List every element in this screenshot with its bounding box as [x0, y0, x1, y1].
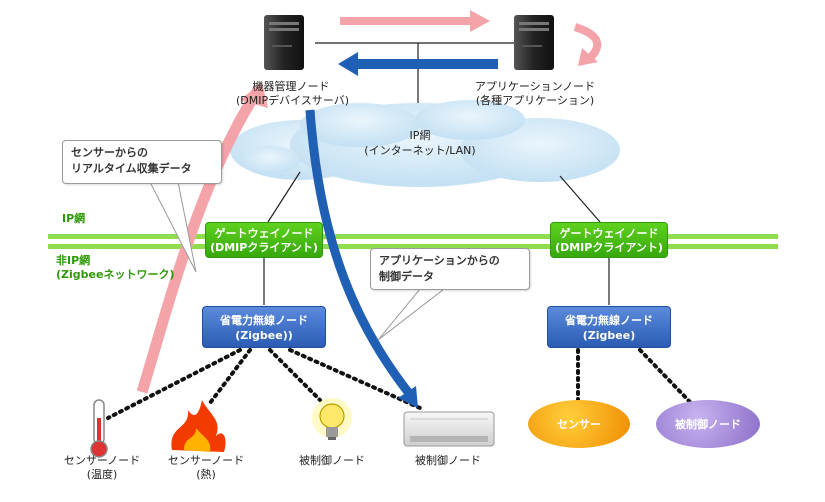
callout-control-tail: [377, 288, 446, 341]
zigbee-right-title: 省電力無線ノード: [565, 314, 653, 327]
server-right-icon: [514, 15, 554, 70]
gateway-right-title: ゲートウェイノード: [559, 227, 659, 240]
heat-sensor-subtitle: (熱): [196, 468, 216, 481]
network-band: [48, 234, 778, 249]
gateway-left-subtitle: (DMIPクライアント): [210, 241, 318, 254]
non-ip-network-label: 非IP網 (Zigbeeネットワーク): [56, 254, 174, 282]
gateway-node-left: ゲートウェイノード (DMIPクライアント): [205, 222, 323, 258]
device-management-node-title: 機器管理ノード: [252, 80, 330, 93]
ip-network-label: IP網: [62, 212, 85, 226]
callout-realtime-line1: センサーからの: [71, 146, 148, 159]
non-ip-network-title: 非IP網: [56, 254, 91, 267]
zigbee-node-left: 省電力無線ノード (Zigbee)): [202, 306, 326, 348]
callout-control-line2: 制御データ: [379, 270, 434, 283]
gateway-left-title: ゲートウェイノード: [214, 227, 314, 240]
application-node-title: アプリケーションノード: [474, 80, 596, 93]
bulb-controlled-title: 被制御ノード: [299, 454, 365, 467]
zigbee-left-title: 省電力無線ノード: [220, 314, 308, 327]
zigbee-node-right: 省電力無線ノード (Zigbee): [547, 306, 671, 348]
callout-realtime-line2: リアルタイム収集データ: [71, 162, 192, 175]
ip-cloud-title: IP網: [409, 129, 431, 142]
device-management-node-subtitle: (DMIPデバイスサーバ): [236, 94, 349, 107]
cloud-to-gateway-left: [267, 171, 301, 223]
ip-cloud-shape: [230, 100, 620, 187]
thermo-sensor-label: センサーノード (温度): [52, 454, 152, 482]
ip-network-text: IP網: [62, 212, 86, 225]
device-management-node-label: 機器管理ノード (DMIPデバイスサーバ): [236, 80, 349, 108]
callout-control-data: アプリケーションからの 制御データ: [370, 248, 530, 290]
self-loop-arrow: [573, 23, 602, 66]
control-data-arrow: [305, 109, 418, 408]
zigbee-left-subtitle: (Zigbee)): [235, 329, 293, 342]
application-node-label: アプリケーションノード (各種アプリケーション): [470, 80, 600, 108]
server-left-icon: [264, 15, 304, 70]
lightbulb-icon: [312, 398, 352, 440]
controlled-node-ellipse: 被制御ノード: [656, 400, 760, 448]
gateway-right-subtitle: (DMIPクライアント): [555, 241, 663, 254]
control-return-arrow: [338, 52, 498, 76]
aircon-controlled-title: 被制御ノード: [415, 454, 481, 467]
heat-sensor-label: センサーノード (熱): [156, 454, 256, 482]
non-ip-network-subtitle: (Zigbeeネットワーク): [56, 268, 175, 281]
callout-realtime-data: センサーからの リアルタイム収集データ: [62, 140, 222, 184]
flame-icon: [171, 400, 226, 452]
thermo-sensor-title: センサーノード: [63, 454, 141, 467]
thermometer-icon: [90, 399, 108, 458]
ip-cloud-subtitle: (インターネット/LAN): [364, 144, 476, 157]
application-node-subtitle: (各種アプリケーション): [475, 94, 595, 107]
cloud-to-gateway-right: [559, 175, 601, 223]
gateway-node-right: ゲートウェイノード (DMIPクライアント): [550, 222, 668, 258]
callout-control-line1: アプリケーションからの: [379, 254, 500, 267]
zigbee-right-subtitle: (Zigbee): [582, 329, 636, 342]
air-conditioner-icon: [403, 411, 495, 447]
bulb-controlled-label: 被制御ノード: [282, 454, 382, 468]
app-data-arrow: [340, 10, 490, 32]
ip-cloud-label: IP網 (インターネット/LAN): [360, 128, 480, 158]
zigbee-dotted-links: [106, 348, 692, 420]
thermo-sensor-subtitle: (温度): [86, 468, 118, 481]
aircon-controlled-label: 被制御ノード: [398, 454, 498, 468]
heat-sensor-title: センサーノード: [167, 454, 245, 467]
sensor-ellipse: センサー: [528, 400, 630, 448]
